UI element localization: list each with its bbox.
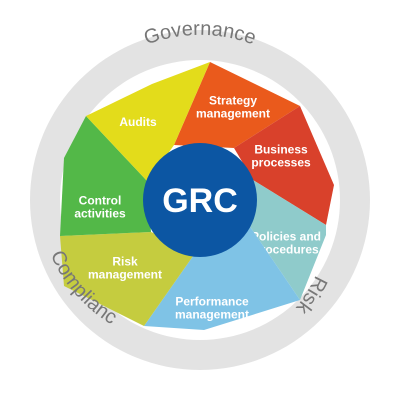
segment-performance xyxy=(144,225,300,330)
segment-performance-label-line: management xyxy=(175,308,249,322)
segment-strategy xyxy=(174,62,300,148)
segment-risk-label-line: management xyxy=(88,268,162,282)
segment-business-label-line: Business xyxy=(254,143,308,157)
segment-strategy-label-line: management xyxy=(196,107,270,121)
segment-audits-label-line: Audits xyxy=(119,115,157,129)
segment-control-label-line: activities xyxy=(74,207,126,221)
segment-audits-label: Audits xyxy=(119,115,157,129)
segment-business xyxy=(234,106,334,225)
center-circle xyxy=(143,143,257,257)
segment-policies-label-line: procedures xyxy=(253,243,319,257)
segment-performance-label-line: Performance xyxy=(175,295,249,309)
segment-risk xyxy=(60,232,198,326)
center-label: GRC xyxy=(162,182,238,220)
segment-business-label-line: processes xyxy=(251,156,311,170)
segment-policies xyxy=(249,180,326,300)
segment-control xyxy=(60,116,151,236)
segment-risk-label-line: Risk xyxy=(112,255,138,269)
segment-control-label-line: Control xyxy=(79,194,122,208)
segment-policies-label-line: Policies and xyxy=(251,230,321,244)
segment-strategy-label-line: Strategy xyxy=(209,94,257,108)
segment-audits xyxy=(86,62,210,182)
